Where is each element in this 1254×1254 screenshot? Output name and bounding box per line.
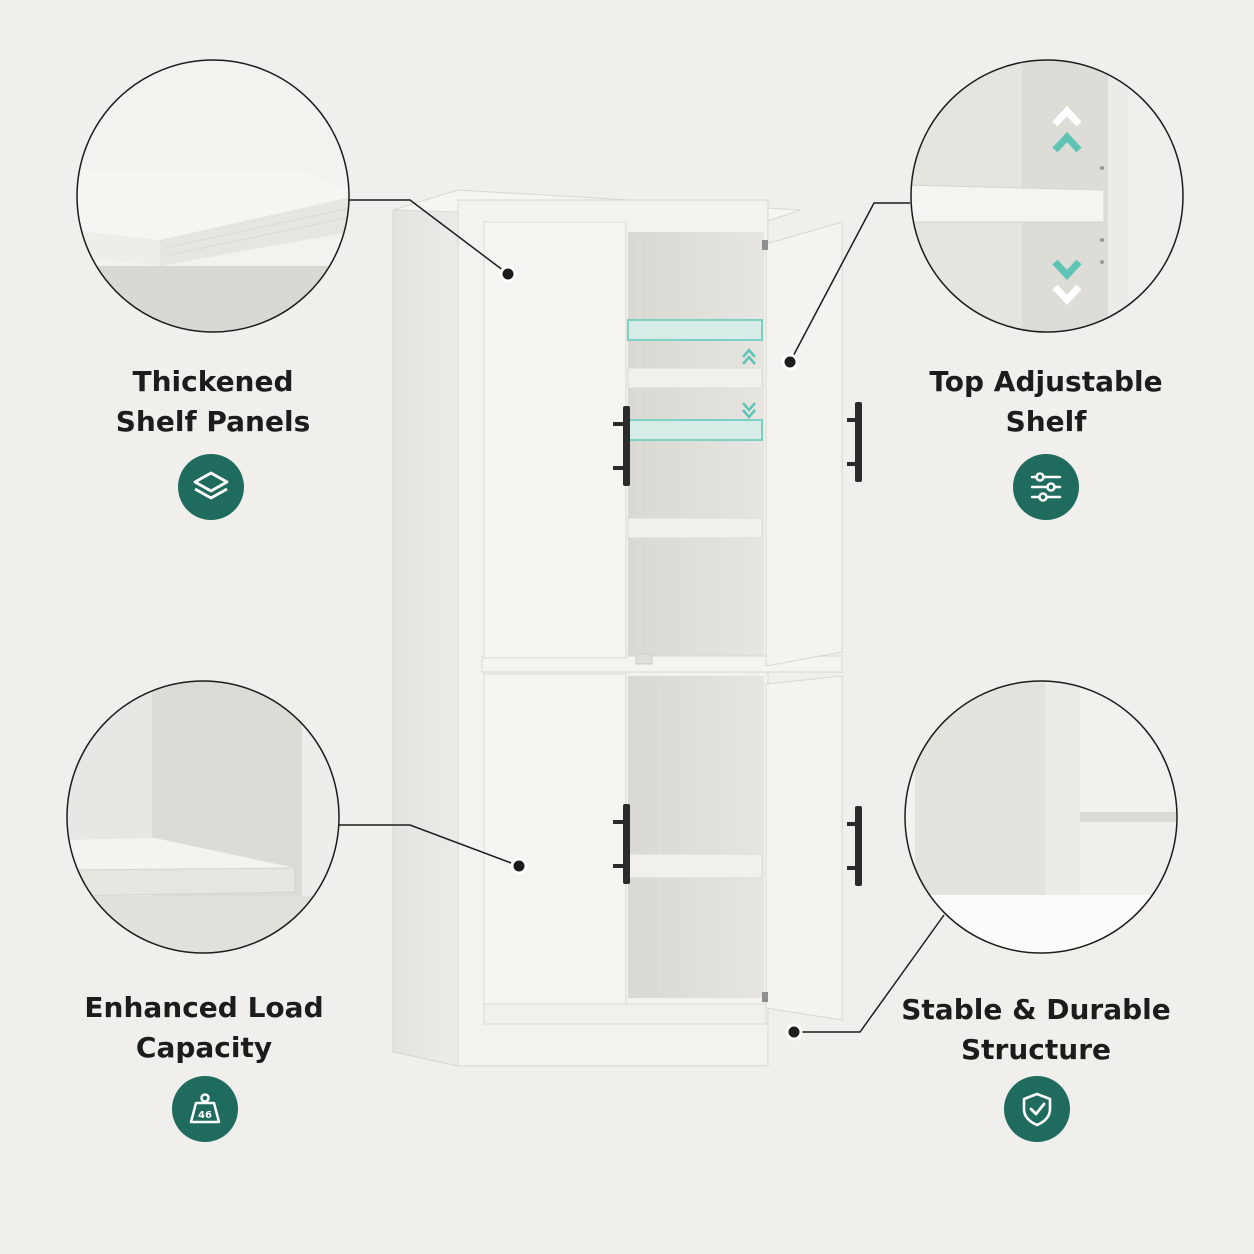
layers-icon <box>193 471 229 500</box>
detail-circle-load <box>66 680 340 954</box>
badge-stable <box>1004 1076 1070 1142</box>
detail-circle-thickened <box>76 59 350 333</box>
shield-check-icon <box>1022 1092 1052 1127</box>
feature-label-thickened: Thickened Shelf Panels <box>93 362 333 442</box>
feature-title-line1: Stable & Durable <box>901 993 1171 1026</box>
feature-label-load: Enhanced Load Capacity <box>73 988 335 1068</box>
detail-circle-adjustable <box>910 59 1184 333</box>
callout-dots <box>499 265 803 1041</box>
badge-load: 46 <box>172 1076 238 1142</box>
badge-adjustable <box>1013 454 1079 520</box>
feature-title-line1: Thickened <box>132 365 294 398</box>
feature-title-line2: Shelf <box>1005 405 1087 438</box>
weight-icon: 46 <box>189 1093 221 1124</box>
feature-title-line2: Capacity <box>135 1031 273 1064</box>
feature-title-line1: Enhanced Load <box>84 991 324 1024</box>
feature-title-line2: Structure <box>960 1033 1111 1066</box>
weight-icon-text: 46 <box>198 1110 212 1121</box>
feature-title-line1: Top Adjustable <box>929 365 1163 398</box>
callout-lines <box>338 199 945 1033</box>
feature-label-stable: Stable & Durable Structure <box>895 990 1177 1070</box>
cabinet <box>392 189 862 1067</box>
feature-title-line2: Shelf Panels <box>115 405 311 438</box>
sliders-icon <box>1030 472 1062 502</box>
feature-label-adjustable: Top Adjustable Shelf <box>915 362 1177 442</box>
badge-thickened <box>178 454 244 520</box>
